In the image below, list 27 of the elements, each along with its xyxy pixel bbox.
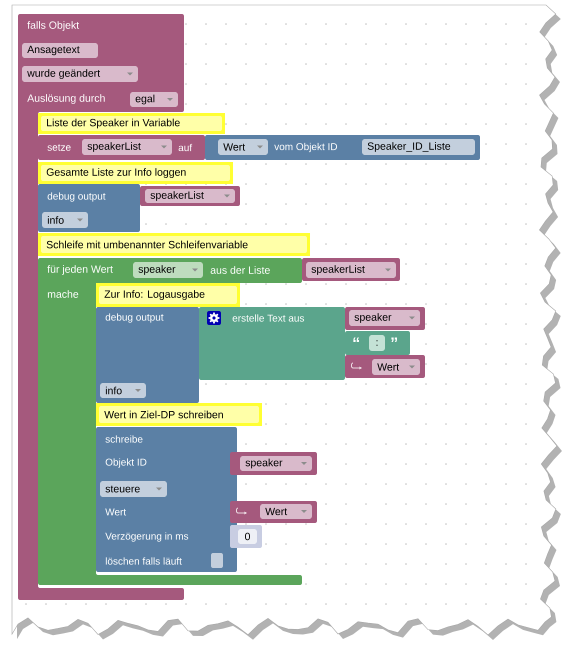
- node-label: ”: [391, 338, 398, 342]
- value-block: Wert: [230, 501, 317, 523]
- comment-box: Wert in Ziel-DP schreiben: [96, 403, 262, 426]
- node-label: setze: [47, 144, 71, 151]
- value-block: Wert: [345, 355, 425, 378]
- node-label: “: [353, 338, 360, 342]
- text-field: Ansagetext: [22, 43, 98, 58]
- dropdown-field: info: [100, 383, 146, 398]
- dropdown-field: Wert: [218, 139, 268, 155]
- dropdown-field: steuere: [100, 481, 167, 497]
- dropdown-field: speaker: [133, 262, 203, 278]
- value-block: speakerList: [140, 186, 240, 206]
- comment-box: Liste der Speaker in Variable: [38, 113, 225, 134]
- dropdown-field: wurde geändert: [22, 66, 138, 82]
- text-field: Speaker_ID_Liste: [362, 139, 475, 155]
- comment-box: Schleife mit umbenannter Schleifenvariable: [38, 233, 310, 256]
- value-block: 0: [230, 525, 262, 548]
- dropdown-field: egal: [130, 92, 178, 107]
- value-block: speaker: [230, 452, 317, 475]
- text-field: :: [369, 335, 385, 351]
- value-block: speakerList: [302, 258, 400, 281]
- value-block: speaker: [345, 307, 425, 330]
- comment-box: Zur Info: Logausgabe: [96, 283, 240, 307]
- create-text-block: erstelle Text aus: [199, 307, 345, 380]
- dropdown-field: speakerList: [82, 139, 172, 155]
- dropdown-field: info: [42, 212, 88, 228]
- comment-box: Gesamte Liste zur Info loggen: [38, 162, 233, 184]
